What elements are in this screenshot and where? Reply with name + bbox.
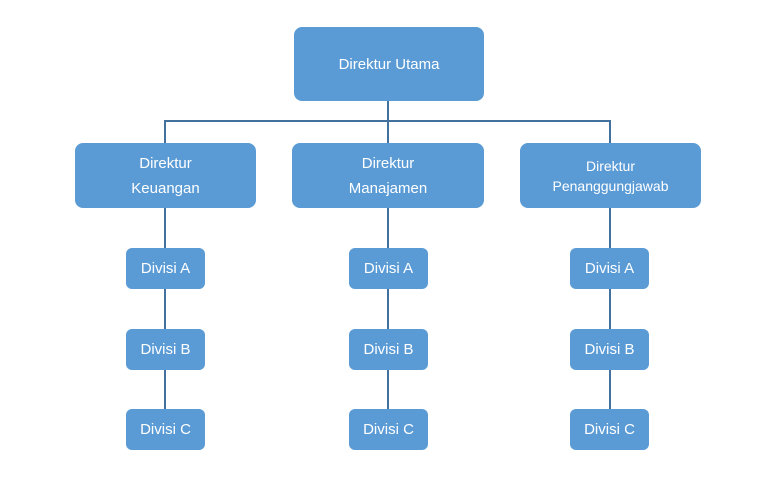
org-node-divisi-b-keuangan: Divisi B — [126, 329, 205, 370]
org-node-direktur-utama: Direktur Utama — [294, 27, 484, 101]
connector-penanggungjawab-divisi-a — [609, 207, 611, 249]
node-label: Divisi B — [363, 341, 414, 358]
node-label: Direktur Utama — [338, 55, 440, 73]
org-node-divisi-a-manajamen: Divisi A — [349, 248, 428, 289]
org-node-direktur-manajamen: Direktur Manajamen — [292, 143, 484, 208]
org-node-divisi-b-manajamen: Divisi B — [349, 329, 428, 370]
org-node-divisi-b-penanggungjawab: Divisi B — [570, 329, 649, 370]
node-label-line: Manajamen — [348, 179, 428, 197]
node-label: Divisi A — [140, 260, 191, 277]
connector-divisi-b-c-keuangan — [164, 369, 166, 410]
node-label-line: Keuangan — [131, 179, 200, 197]
node-label-line: Direktur — [585, 157, 635, 174]
connector-divisi-a-b-manajamen — [387, 288, 389, 330]
connector-root-drop — [387, 100, 389, 121]
connector-keuangan-divisi-a — [164, 207, 166, 249]
connector-divisi-a-b-penanggungjawab — [609, 288, 611, 330]
connector-divisi-a-b-keuangan — [164, 288, 166, 330]
org-node-divisi-c-manajamen: Divisi C — [349, 409, 428, 450]
connector-divisi-b-c-manajamen — [387, 369, 389, 410]
node-label: Divisi C — [584, 421, 635, 438]
connector-drop-penanggungjawab — [609, 120, 611, 143]
node-label: Divisi C — [363, 421, 414, 438]
org-node-divisi-a-keuangan: Divisi A — [126, 248, 205, 289]
node-label: Divisi B — [584, 341, 635, 358]
connector-drop-keuangan — [164, 120, 166, 143]
node-label: Divisi A — [584, 260, 635, 277]
org-node-direktur-penanggungjawab: Direktur Penanggungjawab — [520, 143, 701, 208]
org-node-direktur-keuangan: Direktur Keuangan — [75, 143, 256, 208]
node-label: Divisi A — [363, 260, 414, 277]
org-node-divisi-c-penanggungjawab: Divisi C — [570, 409, 649, 450]
node-label: Divisi B — [140, 341, 191, 358]
connector-drop-manajamen — [387, 120, 389, 143]
node-label-line: Direktur — [361, 154, 415, 172]
connector-manajamen-divisi-a — [387, 207, 389, 249]
node-label-line: Penanggungjawab — [552, 177, 669, 194]
node-label: Divisi C — [140, 421, 191, 438]
org-node-divisi-c-keuangan: Divisi C — [126, 409, 205, 450]
connector-divisi-b-c-penanggungjawab — [609, 369, 611, 410]
node-label-line: Direktur — [139, 154, 192, 172]
org-node-divisi-a-penanggungjawab: Divisi A — [570, 248, 649, 289]
